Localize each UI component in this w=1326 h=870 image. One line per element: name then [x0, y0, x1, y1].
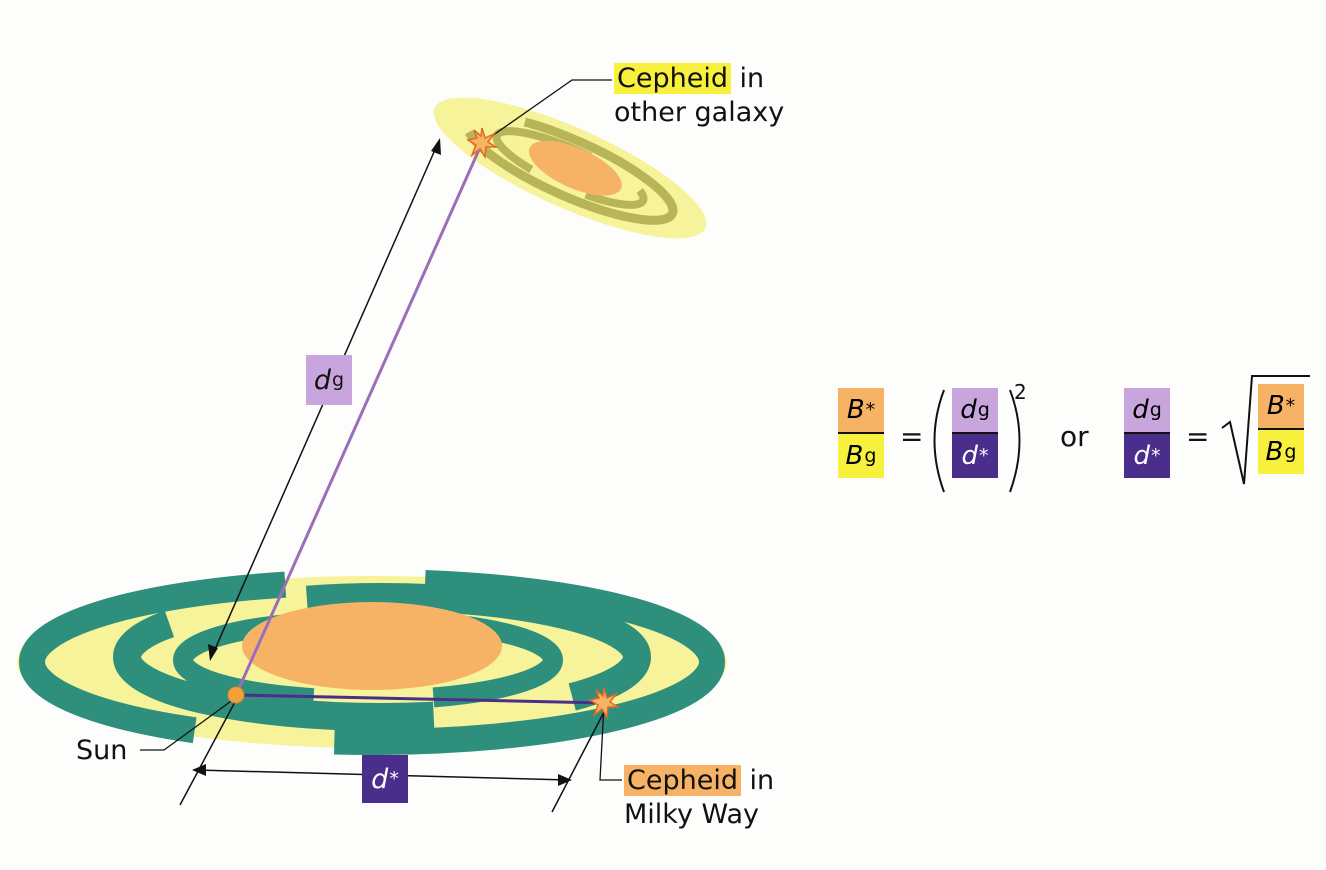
milky-way-cepheid-highlight: Cepheid — [624, 765, 741, 796]
galaxy-cepheid-star-icon — [466, 127, 499, 160]
galaxy-cepheid-label: Cepheid in other galaxy — [614, 62, 784, 130]
galaxy-cepheid-label-line2: other galaxy — [614, 97, 785, 128]
equals-sign-1: = — [900, 420, 924, 453]
milky-way-cepheid-label-in: in — [740, 765, 775, 796]
sightline-to-milky-way-cepheid — [235, 693, 605, 705]
equals-sign-2: = — [1186, 420, 1210, 453]
sightline-to-galaxy-cepheid — [234, 142, 484, 696]
milky-way-galaxy — [17, 569, 727, 755]
exponent-two: 2 — [1014, 380, 1027, 404]
milky-way-cepheid-leader — [599, 703, 622, 781]
milky-way-cepheid-star-icon — [588, 687, 621, 720]
or-word: or — [1060, 420, 1089, 453]
b-star-term-2: B* — [1258, 384, 1304, 428]
sun-leader — [140, 698, 235, 751]
d-star-term-1: d* — [952, 434, 998, 478]
galaxy-cepheid-highlight: Cepheid — [614, 63, 731, 94]
square-root-sign — [1221, 375, 1310, 485]
milky-way-cepheid-label-line2: Milky Way — [624, 799, 760, 830]
b-star-term: B* — [838, 388, 884, 432]
galaxy-cepheid-leader — [481, 79, 612, 144]
other-galaxy — [433, 97, 707, 239]
ds-label-box: d* — [362, 755, 408, 803]
equation-parentheses — [933, 389, 1021, 493]
sun-icon — [227, 686, 245, 704]
d-star-term-2: d* — [1124, 434, 1170, 478]
galaxy-cepheid-label-in: in — [730, 63, 765, 94]
milky-way-cepheid-label: Cepheid in Milky Way — [624, 764, 774, 832]
sun-label: Sun — [76, 735, 128, 766]
